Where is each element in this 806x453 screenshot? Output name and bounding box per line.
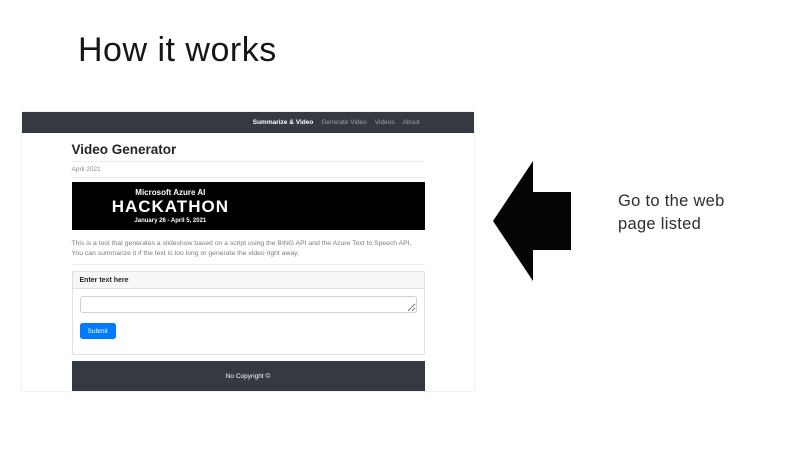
footer-text: No Copyright © (225, 372, 271, 380)
hackathon-banner-text: Microsoft Azure AI HACKATHON January 26 … (72, 182, 270, 224)
divider (71, 161, 425, 162)
input-card: Enter text here Submit (71, 271, 425, 355)
navbar: Summarize & Video Generate Video Videos … (22, 112, 474, 133)
text-input[interactable] (79, 296, 417, 313)
divider (71, 264, 425, 265)
page-container: Video Generator April 2021 Microsoft Azu… (71, 142, 425, 391)
banner-title: HACKATHON (111, 197, 229, 216)
nav-item-summarize-video[interactable]: Summarize & Video (252, 119, 314, 126)
input-card-body: Submit (73, 289, 424, 354)
hackathon-banner: Microsoft Azure AI HACKATHON January 26 … (71, 182, 425, 230)
webpage-screenshot: Summarize & Video Generate Video Videos … (21, 111, 475, 392)
site-footer: No Copyright © (71, 361, 425, 391)
page-title: How it works (78, 31, 277, 69)
nav-item-videos[interactable]: Videos (374, 119, 395, 126)
navbar-links: Summarize & Video Generate Video Videos … (72, 119, 425, 126)
input-card-header: Enter text here (72, 272, 424, 289)
left-arrow-icon (493, 161, 571, 281)
date-label: April 2021 (71, 166, 101, 173)
banner-dates: January 26 - April 5, 2021 (134, 217, 207, 224)
page-heading: Video Generator (71, 142, 177, 157)
nav-item-generate-video[interactable]: Generate Video (321, 119, 367, 126)
banner-subtitle: Microsoft Azure AI (135, 188, 206, 197)
annotation-text: Go to the web page listed (618, 192, 725, 233)
nav-item-about[interactable]: About (402, 119, 420, 126)
divider (71, 177, 425, 178)
submit-button[interactable]: Submit (79, 323, 116, 339)
tool-description: This is a tool that generates a slidesho… (71, 240, 412, 257)
